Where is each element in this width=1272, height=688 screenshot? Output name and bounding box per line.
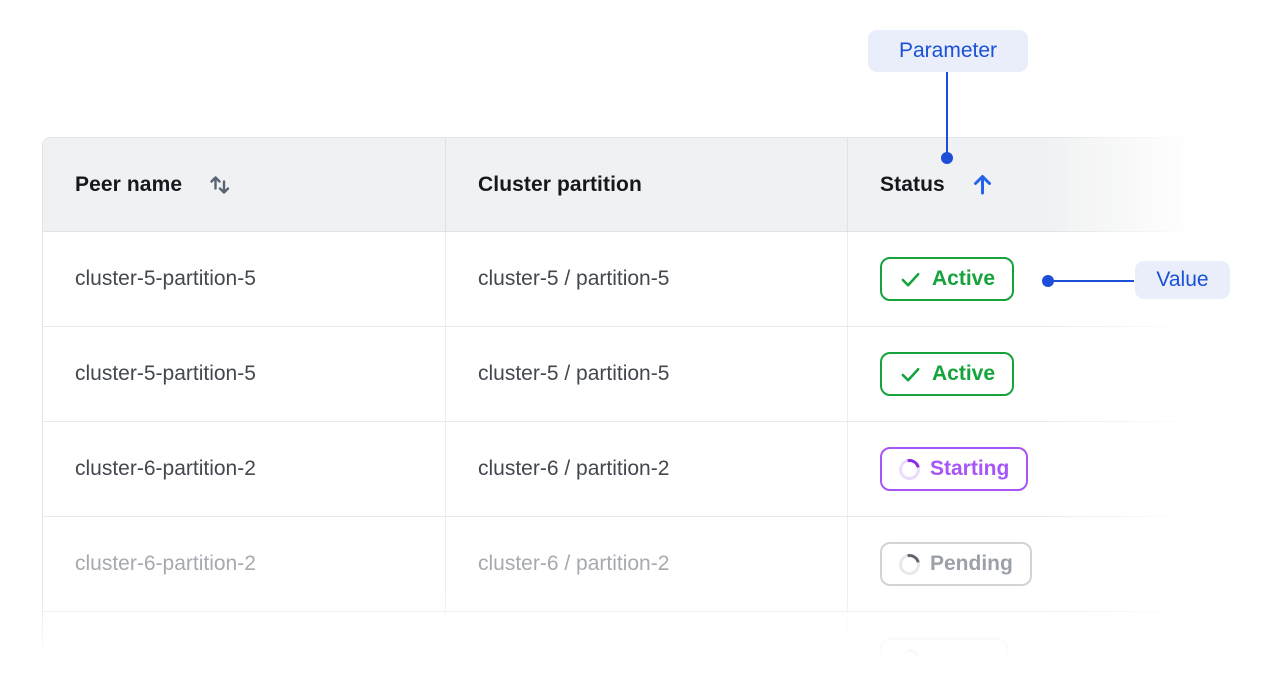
cluster-partition-cell: cluster-5 / partition-5 (446, 327, 848, 421)
status-cell (848, 612, 1204, 688)
column-header-cluster-partition[interactable]: Cluster partition (446, 138, 848, 231)
table-row (43, 612, 1204, 688)
status-badge-label: Active (932, 362, 996, 385)
status-badge-label: Pending (930, 552, 1013, 575)
arrow-up-icon[interactable] (969, 171, 996, 198)
cluster-partition-cell: cluster-5 / partition-5 (446, 232, 848, 326)
status-badge-label: Active (932, 267, 996, 290)
value-annotation-pill: Value (1135, 261, 1230, 299)
status-cell: Active (848, 327, 1204, 421)
status-badge: Pending (880, 542, 1032, 586)
status-cell: Starting (848, 422, 1204, 516)
column-header-label: Peer name (75, 172, 183, 196)
table-header-row: Peer name Cluster partition Status (43, 138, 1204, 232)
column-header-peer-name[interactable]: Peer name (43, 138, 446, 231)
cluster-partition-cell: cluster-6 / partition-2 (446, 422, 848, 516)
peer-name-cell: cluster-6-partition-2 (43, 517, 446, 611)
status-badge-label: Starting (930, 457, 1010, 480)
value-connector-line (1048, 280, 1134, 282)
column-header-label: Cluster partition (478, 172, 642, 196)
column-header-label: Status (880, 172, 945, 196)
peer-name-cell: cluster-5-partition-5 (43, 327, 446, 421)
status-badge: Active (880, 257, 1015, 301)
value-annotation-label: Value (1156, 268, 1209, 291)
cluster-partition-cell (446, 612, 848, 688)
parameter-connector-dot (941, 152, 953, 164)
parameter-annotation-label: Parameter (898, 39, 998, 62)
peer-name-cell: cluster-6-partition-2 (43, 422, 446, 516)
status-badge (880, 637, 1008, 682)
parameter-connector-line (946, 72, 948, 153)
spinner-icon (895, 454, 924, 484)
spinner-icon (895, 645, 924, 674)
sort-both-icon[interactable] (206, 171, 234, 199)
peers-table: Peer name Cluster partition Status (42, 137, 1204, 688)
value-connector-dot (1042, 275, 1054, 287)
peer-name-cell: cluster-5-partition-5 (43, 232, 446, 326)
status-badge: Starting (880, 447, 1029, 491)
parameter-annotation-pill: Parameter (868, 30, 1028, 72)
check-icon (899, 363, 922, 386)
spinner-icon (895, 549, 924, 579)
cluster-partition-cell: cluster-6 / partition-2 (446, 517, 848, 611)
check-icon (899, 268, 922, 291)
status-badge: Active (880, 352, 1015, 396)
status-cell: Pending (848, 517, 1204, 611)
status-cell: Active (848, 232, 1204, 326)
column-header-status[interactable]: Status (848, 138, 1204, 231)
peer-name-cell (43, 612, 446, 688)
